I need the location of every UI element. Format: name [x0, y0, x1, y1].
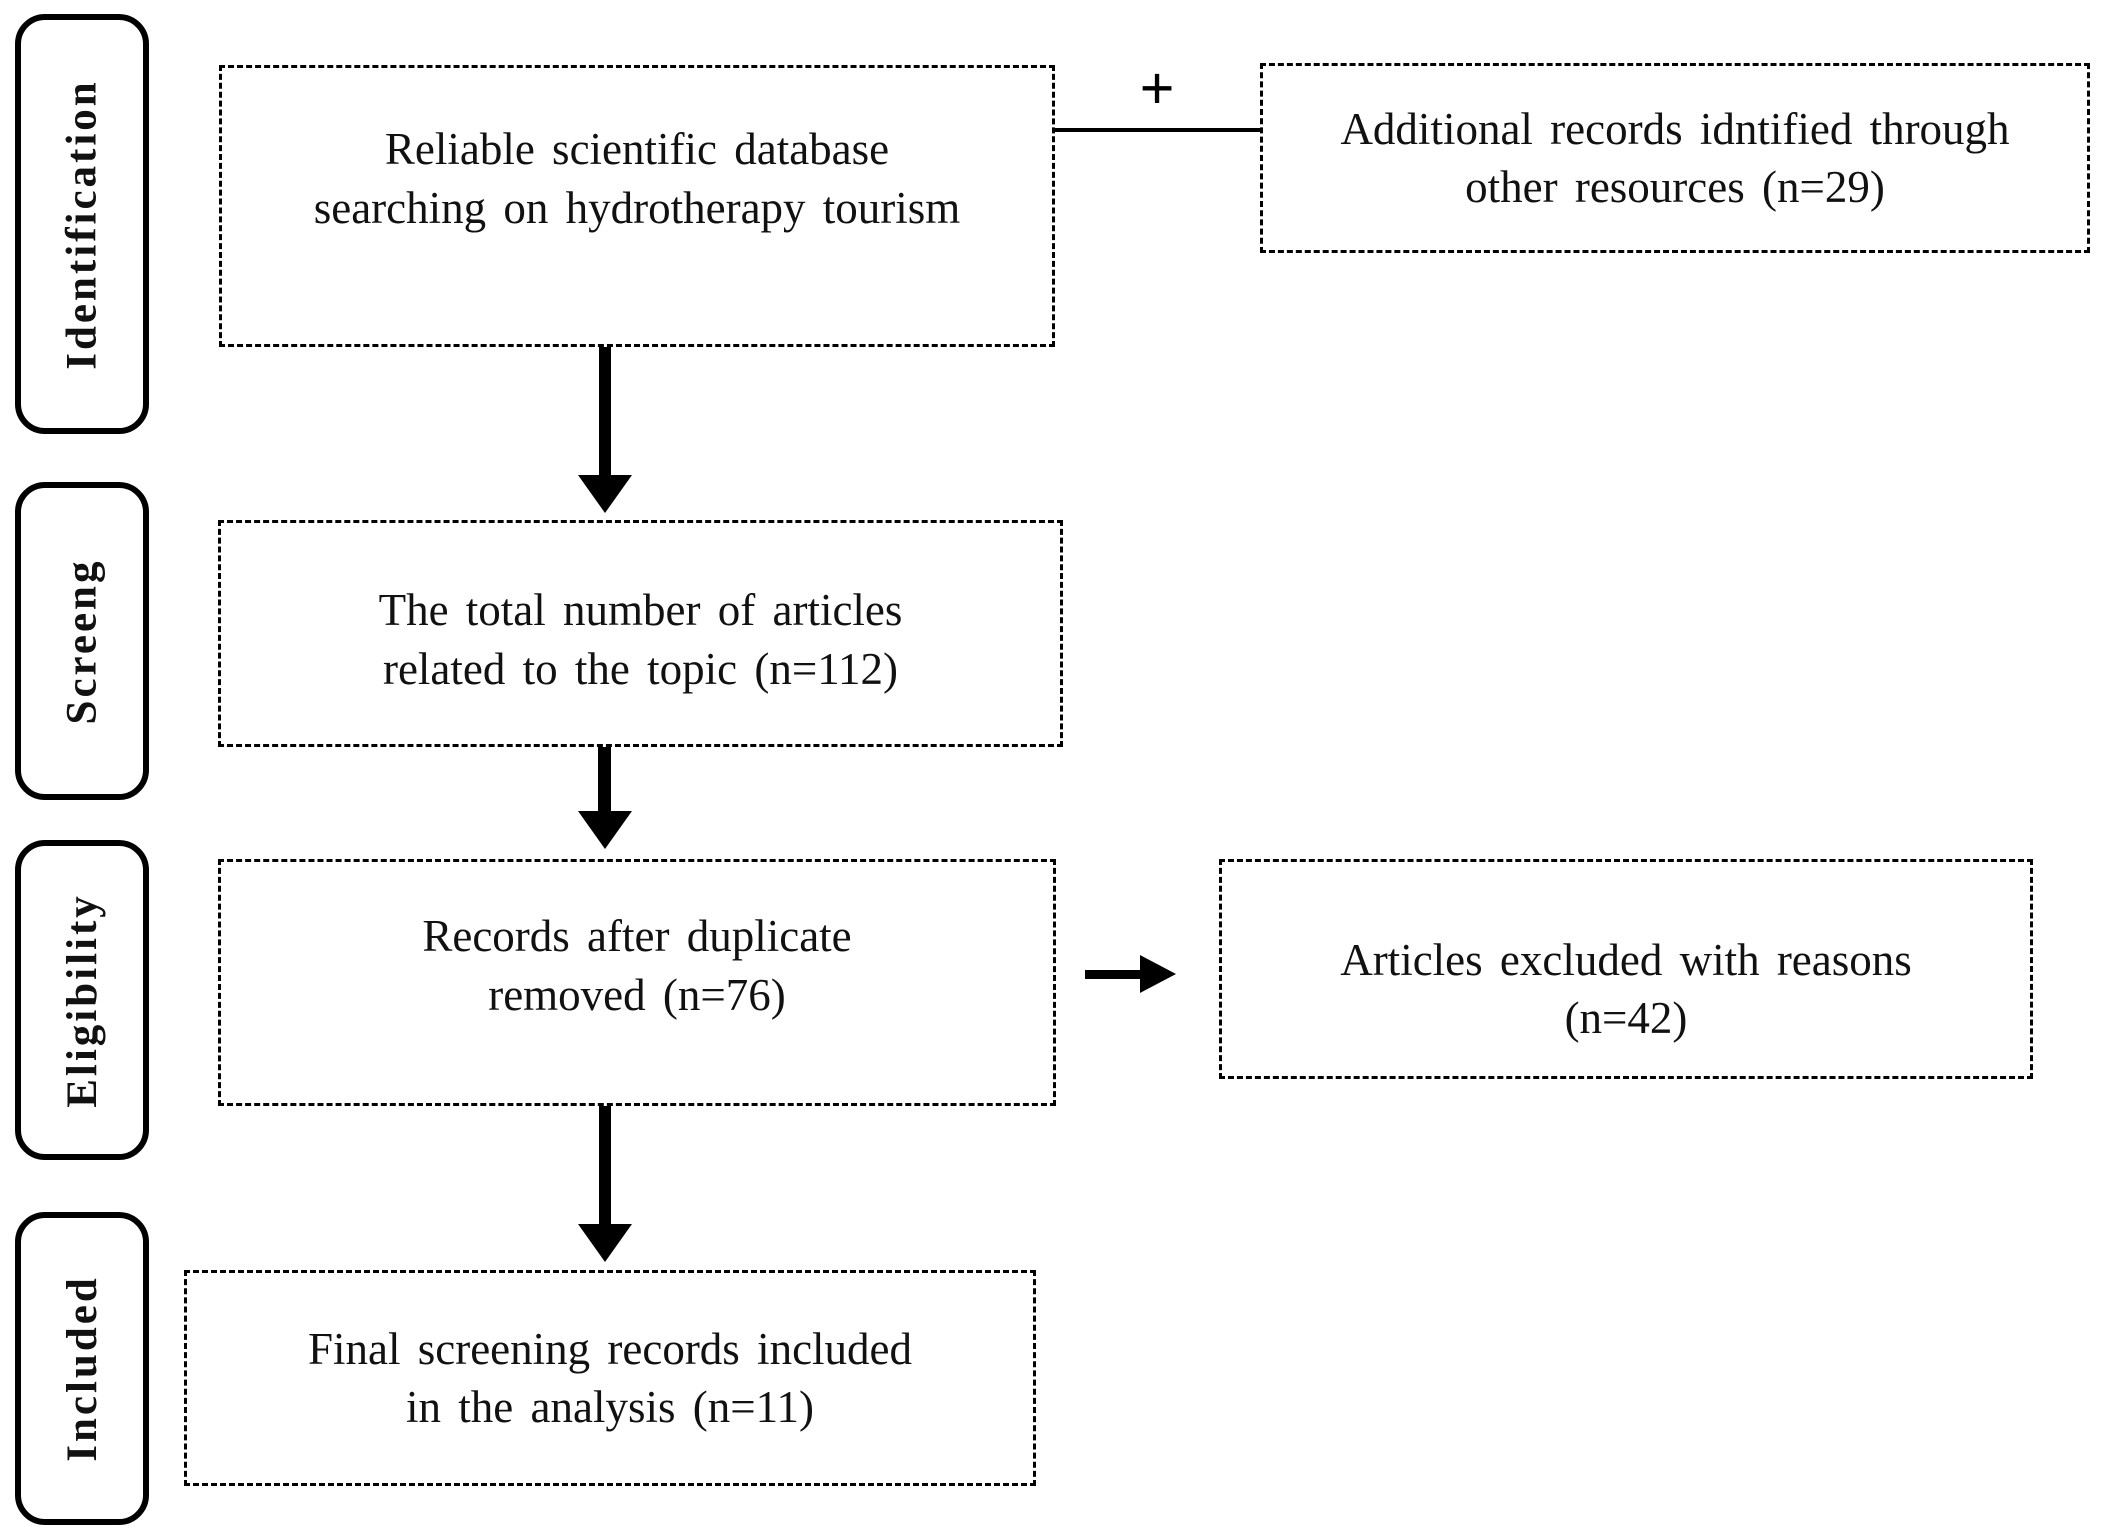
box-additional-records: Additional records idntified through oth… [1260, 63, 2090, 253]
arrow-right-excluded-icon [1140, 955, 1176, 993]
arrow-right-excluded-shaft [1085, 970, 1142, 979]
box-additional-line1: Additional records idntified through [1340, 103, 2010, 154]
stage-screening-label: Screeng [58, 558, 106, 724]
box-total-articles: The total number of articles related to … [218, 520, 1063, 747]
box-total-line1: The total number of articles [378, 585, 903, 635]
stage-identification-label: Identification [58, 78, 106, 370]
box-database-line1: Reliable scientific database [384, 124, 890, 174]
stage-included-label: Included [58, 1275, 106, 1462]
stage-eligibility-label: Eligibility [58, 892, 106, 1108]
stage-screening: Screeng [15, 482, 149, 800]
arrow-down-3-shaft [599, 1106, 611, 1226]
arrow-down-1-icon [578, 475, 632, 513]
box-excluded-line2: (n=42) [1564, 993, 1688, 1043]
box-final-line1: Final screening records included [307, 1323, 913, 1374]
connector-line [1055, 128, 1260, 132]
box-duplicates-line1: Records after duplicate [422, 911, 852, 961]
box-excluded-line1: Articles excluded with reasons [1340, 934, 1912, 985]
box-records-after-duplicates: Records after duplicate removed (n=76) [218, 859, 1056, 1106]
box-total-line2: related to the topic (n=112) [382, 643, 899, 694]
arrow-down-1-shaft [599, 347, 611, 477]
box-articles-excluded: Articles excluded with reasons (n=42) [1219, 859, 2033, 1079]
box-final-included: Final screening records included in the … [184, 1270, 1036, 1486]
box-duplicates-line2: removed (n=76) [488, 969, 786, 1020]
box-final-line2: in the analysis (n=11) [406, 1382, 814, 1432]
box-database-line2: searching on hydrotherapy tourism [313, 182, 961, 233]
arrow-down-3-icon [578, 1224, 632, 1262]
stage-eligibility: Eligibility [15, 840, 149, 1160]
arrow-down-2-shaft [598, 747, 611, 813]
stage-identification: Identification [15, 14, 149, 434]
plus-sign: + [1139, 55, 1175, 123]
arrow-down-2-icon [578, 811, 632, 849]
box-additional-line2: other resources (n=29) [1465, 162, 1885, 212]
stage-included: Included [15, 1212, 149, 1525]
box-database-search: Reliable scientific database searching o… [219, 65, 1055, 347]
